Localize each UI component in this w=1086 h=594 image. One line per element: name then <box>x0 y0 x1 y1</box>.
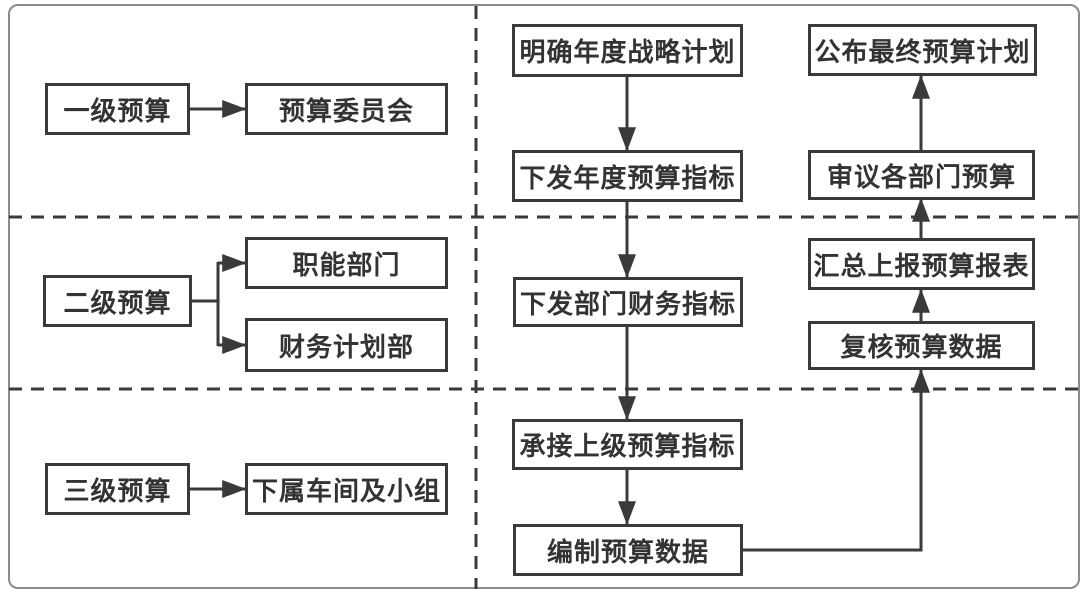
node-issue-annual-budget-targets: 下发年度预算指标 <box>512 150 743 202</box>
node-review-budget-data: 复核预算数据 <box>808 321 1035 370</box>
node-finance-planning-dept: 财务计划部 <box>245 318 448 372</box>
node-publish-final-budget: 公布最终预算计划 <box>808 24 1037 76</box>
node-deliberate-dept-budgets: 审议各部门预算 <box>808 150 1035 200</box>
node-budget-committee: 预算委员会 <box>245 83 448 135</box>
arrow-compile-to-review-elbow <box>743 368 930 552</box>
node-level1-budget: 一级预算 <box>45 83 190 135</box>
node-workshops-groups: 下属车间及小组 <box>245 463 448 515</box>
node-issue-dept-financial-targets: 下发部门财务指标 <box>513 277 743 327</box>
node-summarize-report-budget: 汇总上报预算报表 <box>808 238 1035 290</box>
node-define-annual-strategy: 明确年度战略计划 <box>512 24 743 77</box>
node-compile-budget-data: 编制预算数据 <box>513 524 743 576</box>
branch-level2-connector <box>192 262 220 346</box>
node-functional-dept: 职能部门 <box>245 237 448 289</box>
node-receive-upper-budget-targets: 承接上级预算指标 <box>512 419 743 470</box>
node-level2-budget: 二级预算 <box>43 275 192 327</box>
node-level3-budget: 三级预算 <box>45 463 190 515</box>
diagram-frame <box>8 4 1080 589</box>
